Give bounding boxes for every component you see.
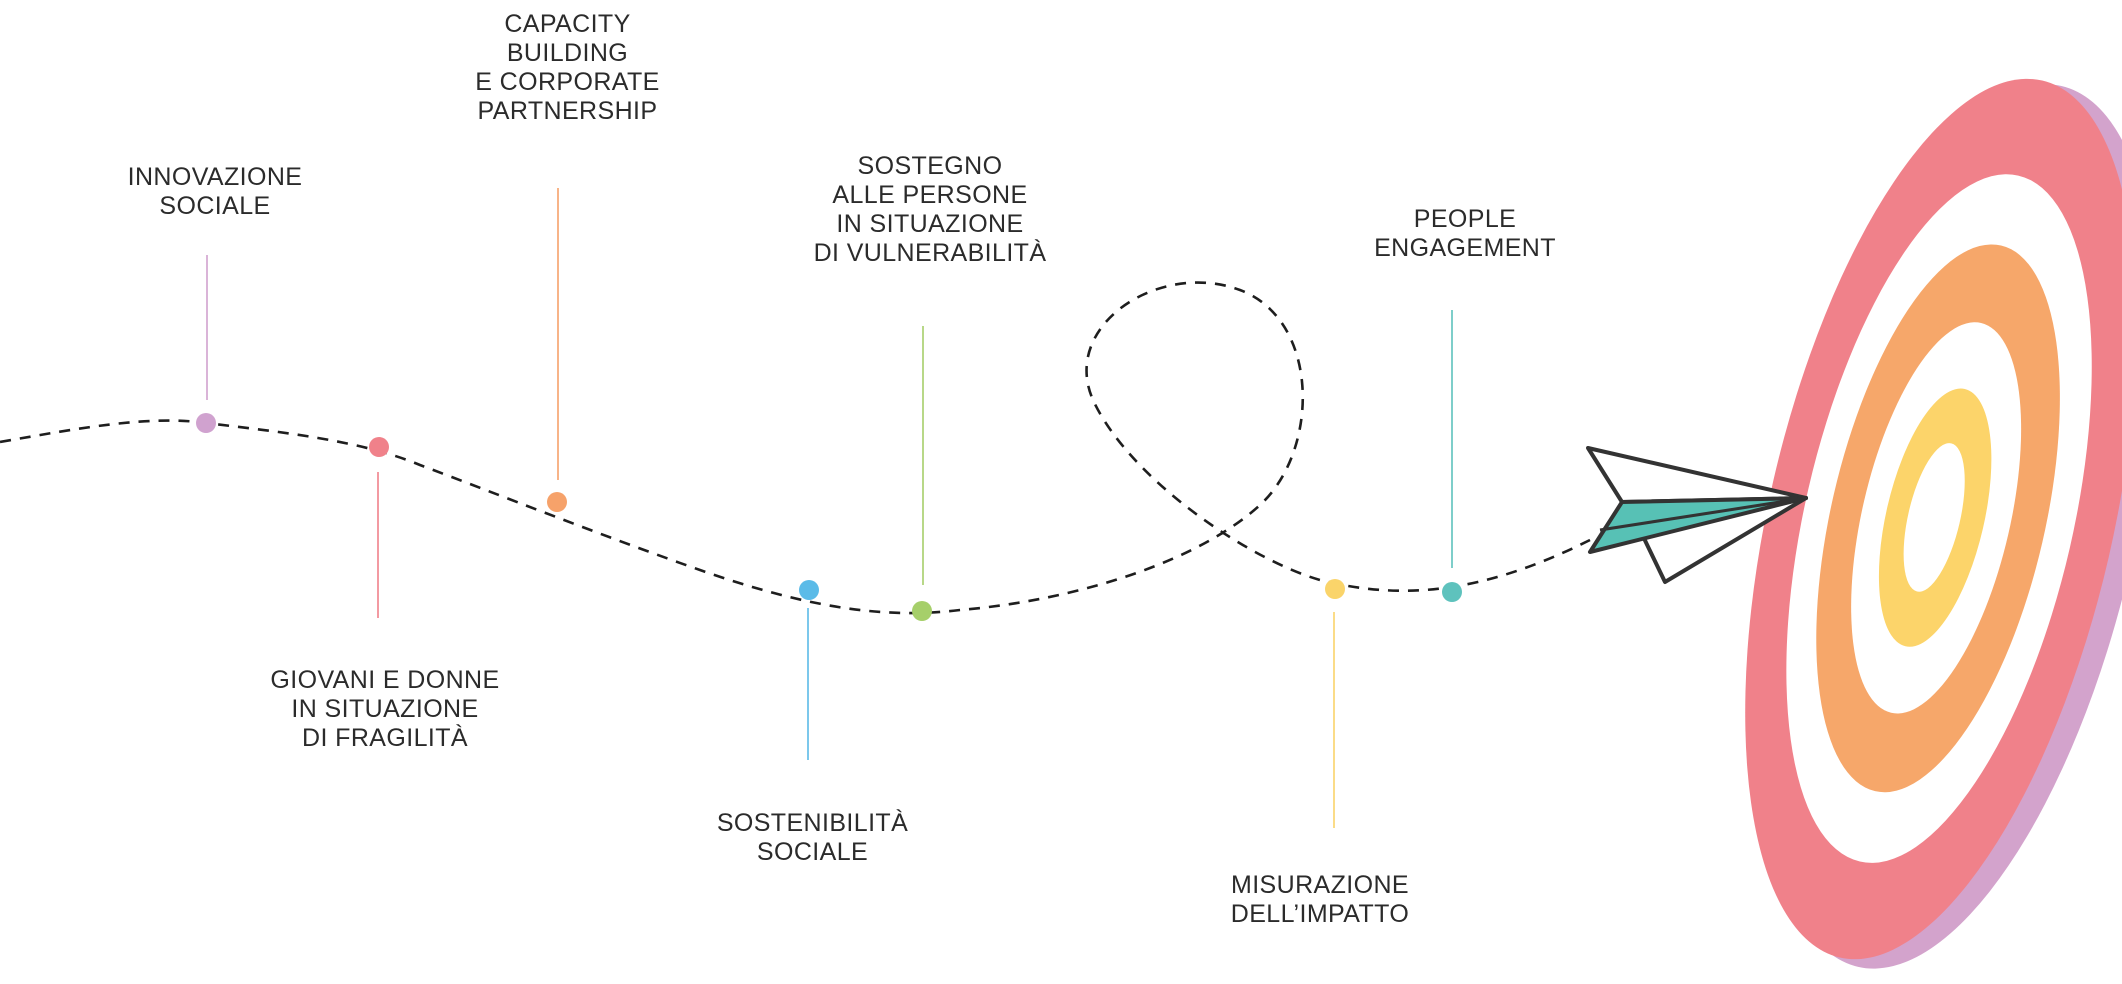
paper-plane-icon bbox=[1586, 446, 1808, 584]
milestone-dot-sostegno bbox=[912, 601, 932, 621]
milestone-dots bbox=[196, 413, 1462, 621]
label-line: DI VULNERABILITÀ bbox=[813, 239, 1047, 267]
label-line: IN SITUAZIONE bbox=[836, 210, 1024, 238]
label-line: BUILDING bbox=[506, 39, 629, 67]
label-line: SOSTENIBILITÀ bbox=[716, 809, 909, 837]
milestone-dot-misurazione bbox=[1325, 579, 1345, 599]
label-line: IN SITUAZIONE bbox=[291, 695, 479, 723]
label-line: DELL’IMPATTO bbox=[1230, 900, 1410, 928]
label-line: SOCIALE bbox=[159, 192, 271, 220]
plane-fold bbox=[1599, 496, 1807, 532]
label-line: CAPACITY bbox=[504, 10, 631, 38]
milestone-dot-giovani bbox=[369, 437, 389, 457]
plane-body bbox=[1588, 496, 1808, 554]
flight-path bbox=[0, 281, 1591, 615]
label-line: PEOPLE bbox=[1413, 205, 1517, 233]
milestone-dot-innovazione bbox=[196, 413, 216, 433]
plane-wing-upper bbox=[1586, 446, 1808, 504]
label-line: INNOVAZIONE bbox=[127, 163, 303, 191]
label-line: PARTNERSHIP bbox=[477, 97, 658, 125]
label-line: GIOVANI E DONNE bbox=[270, 666, 500, 694]
target-icon bbox=[1745, 78, 2122, 969]
label-line: MISURAZIONE bbox=[1230, 871, 1410, 899]
connector-lines bbox=[206, 188, 1453, 828]
milestone-dot-people bbox=[1442, 582, 1462, 602]
milestone-dot-sostenibilita bbox=[799, 580, 819, 600]
label-line: DI FRAGILITÀ bbox=[302, 724, 468, 752]
label-line: SOSTEGNO bbox=[857, 152, 1003, 180]
label-line: ENGAGEMENT bbox=[1374, 234, 1556, 262]
milestone-dot-capacity bbox=[547, 492, 567, 512]
label-line: ALLE PERSONE bbox=[832, 181, 1028, 209]
target-ring-center bbox=[1903, 443, 1965, 592]
label-line: E CORPORATE bbox=[475, 68, 660, 96]
label-line: SOCIALE bbox=[756, 838, 869, 866]
